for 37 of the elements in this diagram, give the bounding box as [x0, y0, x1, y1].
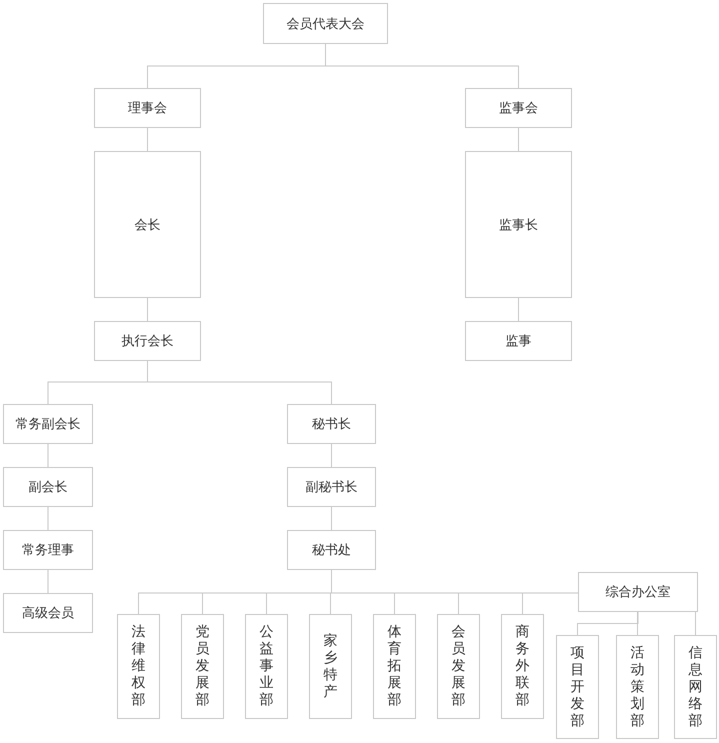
connector-line — [147, 128, 148, 152]
connector-line — [637, 612, 638, 636]
org-box: 会员代表大会 — [263, 3, 388, 44]
org-box: 监事 — [465, 321, 572, 361]
connector-line — [331, 444, 332, 468]
connector-line — [518, 128, 519, 152]
org-box: 会长 — [94, 151, 201, 298]
org-box: 监事长 — [465, 151, 572, 298]
department-box: 家乡特产 — [309, 614, 352, 719]
connector-line — [577, 612, 638, 636]
connector-line — [518, 298, 519, 322]
department-box: 体育拓展部 — [373, 614, 416, 719]
connector-line — [331, 570, 578, 594]
department-box: 商务外联部 — [501, 614, 544, 719]
department-box: 信息网络部 — [674, 635, 717, 739]
org-box: 监事会 — [465, 88, 572, 128]
connector-line — [695, 612, 696, 636]
org-box: 综合办公室 — [578, 572, 698, 612]
department-box: 党员发展部 — [181, 614, 224, 719]
org-box: 副秘书长 — [287, 467, 376, 507]
org-box: 秘书处 — [287, 530, 376, 570]
connector-line — [147, 298, 148, 322]
org-box: 常务副会长 — [3, 404, 93, 444]
department-box: 项目开发部 — [556, 635, 599, 739]
org-box: 高级会员 — [3, 593, 93, 633]
department-box: 公益事业部 — [245, 614, 288, 719]
department-box: 会员发展部 — [437, 614, 480, 719]
department-box: 法律维权部 — [117, 614, 160, 719]
org-box: 副会长 — [3, 467, 93, 507]
org-box: 秘书长 — [287, 404, 376, 444]
department-box: 活动策划部 — [616, 635, 659, 739]
org-box: 执行会长 — [94, 321, 201, 361]
org-box: 理事会 — [94, 88, 201, 128]
connector-line — [331, 506, 332, 530]
connector-line — [147, 360, 332, 404]
org-box: 常务理事 — [3, 530, 93, 570]
connector-line — [325, 44, 519, 88]
